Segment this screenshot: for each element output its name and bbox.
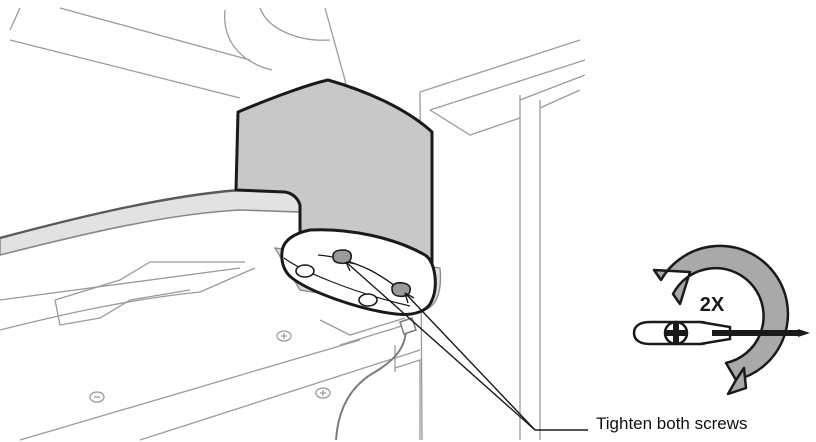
callout-leader [345, 261, 588, 431]
bracket-body [234, 78, 434, 272]
mounting-hole-1 [295, 264, 315, 278]
repeat-count-label: 2X [700, 294, 725, 316]
background-screws [89, 330, 331, 403]
phillips-screwdriver-icon [632, 320, 810, 346]
mounting-bracket [234, 78, 442, 316]
rotation-badge: 2X [632, 244, 810, 396]
rotation-arrow [652, 244, 790, 382]
screw-pad-left [332, 249, 353, 265]
cable [335, 319, 407, 441]
background-structure [0, 7, 586, 441]
rail-arm [0, 188, 301, 256]
callout-label: Tighten both screws [596, 414, 748, 433]
mounting-hole-2 [358, 293, 378, 307]
